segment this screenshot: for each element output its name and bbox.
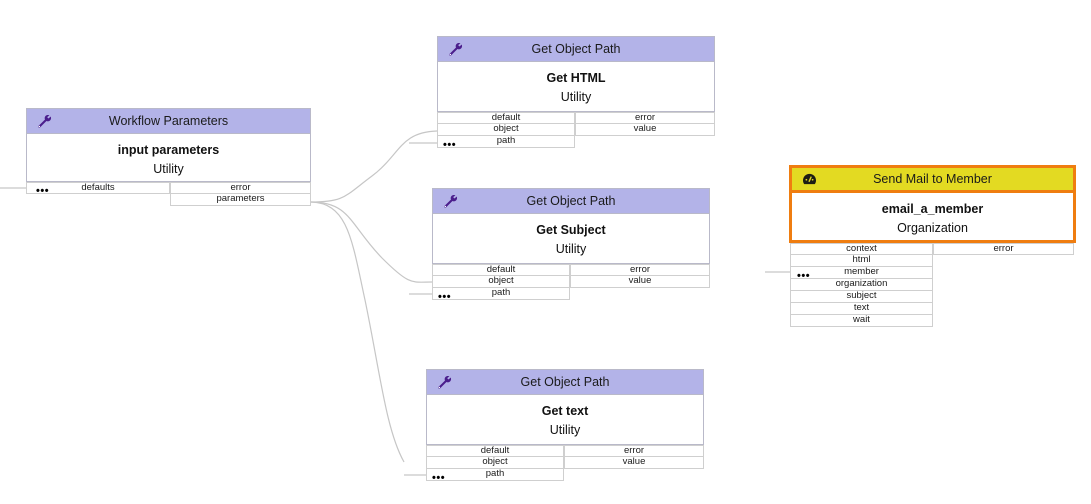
node-body-box: Get Object Path Get Subject Utility: [432, 188, 710, 264]
port-input-default[interactable]: default: [426, 445, 564, 457]
node-name: Get Subject: [536, 223, 606, 237]
output-ports: error value: [570, 264, 710, 288]
node-kind: Utility: [153, 161, 184, 176]
port-output-error[interactable]: error: [170, 182, 311, 194]
node-header-title: Get Object Path: [526, 193, 616, 208]
port-input-path[interactable]: path: [426, 469, 564, 481]
node-kind: Organization: [897, 220, 968, 235]
node-name: Get text: [541, 404, 589, 418]
edge-parameters-to-get-text: [310, 201, 405, 463]
wrench-icon: [35, 112, 53, 130]
port-input-member[interactable]: member: [790, 267, 933, 279]
port-input-defaults[interactable]: defaults: [26, 182, 170, 194]
port-input-object[interactable]: object: [437, 124, 575, 136]
port-input-text[interactable]: text: [790, 303, 933, 315]
node-summary: email_a_member Organization: [792, 193, 1073, 236]
port-output-value[interactable]: value: [575, 124, 715, 136]
node-header-title: Get Object Path: [520, 374, 610, 389]
output-ports: error value: [575, 112, 715, 136]
port-input-default[interactable]: default: [432, 264, 570, 276]
port-output-error[interactable]: error: [564, 445, 704, 457]
node-header-title: Send Mail to Member: [873, 171, 992, 186]
node-body-box: Get Object Path Get text Utility: [426, 369, 704, 445]
port-output-error[interactable]: error: [575, 112, 715, 124]
port-output-value[interactable]: value: [570, 276, 710, 288]
port-output-value[interactable]: value: [564, 457, 704, 469]
edge-parameters-to-get-html: [310, 130, 438, 203]
wrench-icon: [446, 40, 464, 58]
port-input-context[interactable]: context: [790, 243, 933, 255]
node-body-box: Send Mail to Member email_a_member Organ…: [789, 165, 1076, 243]
port-input-object[interactable]: object: [426, 457, 564, 469]
output-ports: error value: [564, 445, 704, 469]
node-summary: Get Subject Utility: [433, 214, 709, 257]
node-summary: Get HTML Utility: [438, 62, 714, 105]
port-input-path[interactable]: path: [432, 288, 570, 300]
input-ports: context html member organization subject…: [790, 243, 933, 327]
port-expand-dots[interactable]: •••: [438, 291, 452, 303]
node-header-title: Get Object Path: [531, 41, 621, 56]
input-ports: default object path: [432, 264, 570, 300]
input-ports: default object path: [426, 445, 564, 481]
port-expand-dots[interactable]: •••: [36, 185, 50, 197]
port-expand-dots[interactable]: •••: [443, 139, 457, 151]
node-header: Workflow Parameters: [27, 109, 310, 134]
input-ports: default object path: [437, 112, 575, 148]
port-expand-dots[interactable]: •••: [797, 270, 811, 282]
node-name: input parameters: [117, 143, 220, 157]
node-kind: Utility: [555, 241, 587, 256]
input-ports: defaults: [26, 182, 170, 194]
output-ports: error: [933, 243, 1074, 255]
node-header-title: Workflow Parameters: [108, 113, 229, 128]
wrench-icon: [435, 373, 453, 391]
port-input-html[interactable]: html: [790, 255, 933, 267]
port-output-error[interactable]: error: [933, 243, 1074, 255]
node-body-box: Workflow Parameters input parameters Uti…: [26, 108, 311, 182]
port-input-organization[interactable]: organization: [790, 279, 933, 291]
node-summary: input parameters Utility: [27, 134, 310, 177]
node-name: Get HTML: [546, 71, 606, 85]
node-name: email_a_member: [881, 202, 984, 216]
node-header: Get Object Path: [427, 370, 703, 395]
output-ports: error parameters: [170, 182, 311, 206]
port-input-wait[interactable]: wait: [790, 315, 933, 327]
node-kind: Utility: [549, 422, 581, 437]
node-header: Get Object Path: [438, 37, 714, 62]
port-output-parameters[interactable]: parameters: [170, 194, 311, 206]
port-input-subject[interactable]: subject: [790, 291, 933, 303]
port-output-error[interactable]: error: [570, 264, 710, 276]
node-kind: Utility: [560, 89, 592, 104]
node-summary: Get text Utility: [427, 395, 703, 438]
node-header: Send Mail to Member: [792, 168, 1073, 193]
port-expand-dots[interactable]: •••: [432, 472, 446, 484]
edge-parameters-to-get-subject: [310, 201, 433, 283]
port-input-object[interactable]: object: [432, 276, 570, 288]
wrench-icon: [441, 192, 459, 210]
port-input-path[interactable]: path: [437, 136, 575, 148]
node-body-box: Get Object Path Get HTML Utility: [437, 36, 715, 112]
node-header: Get Object Path: [433, 189, 709, 214]
port-input-default[interactable]: default: [437, 112, 575, 124]
gauge-icon: [800, 170, 818, 188]
